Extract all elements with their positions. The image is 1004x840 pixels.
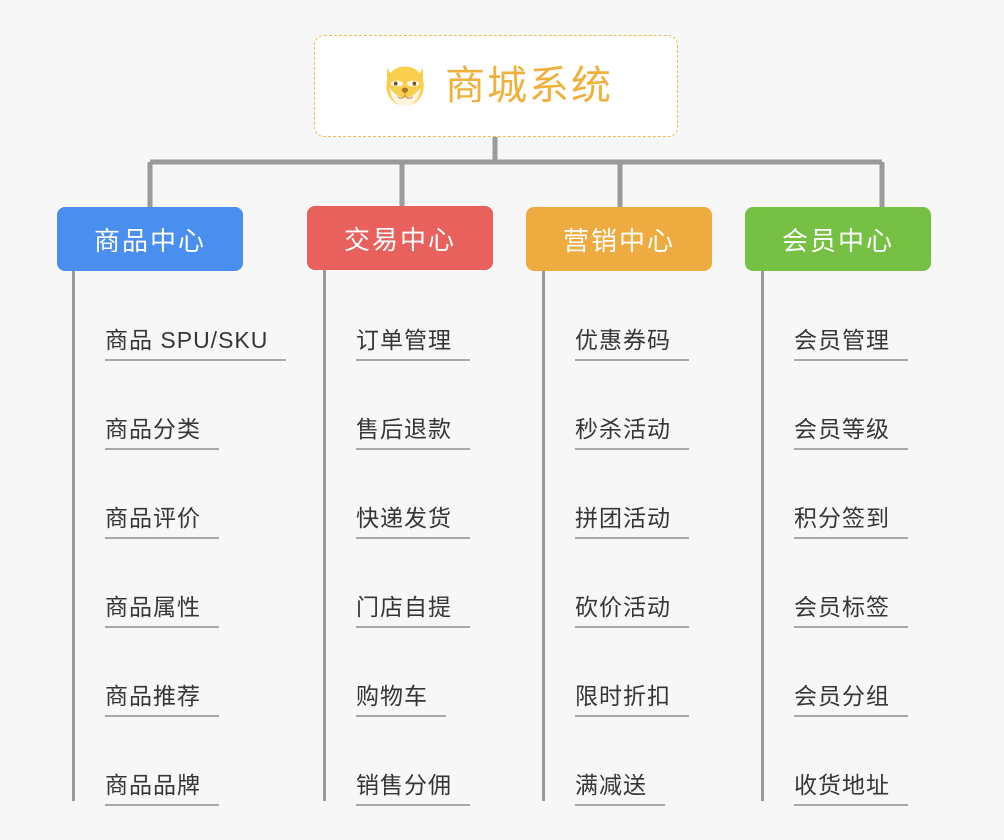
leaf-label: 快递发货 — [356, 505, 470, 539]
leaf-item[interactable]: 满减送 — [543, 717, 689, 806]
leaf-item[interactable]: 会员管理 — [762, 272, 908, 361]
leaf-label: 积分签到 — [794, 505, 908, 539]
leaf-item[interactable]: 商品品牌 — [73, 717, 286, 806]
leaf-item[interactable]: 砍价活动 — [543, 539, 689, 628]
leaf-label: 购物车 — [356, 683, 446, 717]
leaf-item[interactable]: 商品 SPU/SKU — [73, 272, 287, 361]
leaf-item[interactable]: 秒杀活动 — [543, 361, 689, 450]
category-label: 营销中心 — [562, 225, 675, 256]
leaf-label: 商品 SPU/SKU — [105, 327, 287, 361]
leaf-item[interactable]: 会员分组 — [762, 628, 908, 717]
leaf-label: 限时折扣 — [575, 683, 689, 717]
leaf-label: 门店自提 — [356, 594, 470, 628]
leaf-item[interactable]: 门店自提 — [324, 539, 470, 628]
leaf-label: 收货地址 — [794, 772, 908, 806]
leaf-column-products: 商品 SPU/SKU 商品分类 商品评价 商品属性 商品推荐 商品品牌 — [73, 272, 287, 806]
leaf-label: 秒杀活动 — [575, 416, 689, 450]
category-box-marketing[interactable]: 营销中心 — [526, 207, 712, 271]
category-label: 会员中心 — [781, 225, 894, 256]
leaf-label: 满减送 — [575, 772, 665, 806]
leaf-item[interactable]: 商品评价 — [73, 450, 286, 539]
category-box-products[interactable]: 商品中心 — [57, 207, 243, 271]
leaf-label: 商品评价 — [105, 505, 219, 539]
root-node[interactable]: 商城系统 — [314, 35, 678, 137]
leaf-item[interactable]: 订单管理 — [324, 272, 470, 361]
leaf-item[interactable]: 商品分类 — [73, 361, 286, 450]
leaf-column-members: 会员管理 会员等级 积分签到 会员标签 会员分组 收货地址 — [762, 272, 908, 806]
leaf-item[interactable]: 商品属性 — [73, 539, 286, 628]
leaf-label: 会员管理 — [794, 327, 908, 361]
leaf-item[interactable]: 优惠券码 — [543, 272, 689, 361]
leaf-column-transactions: 订单管理 售后退款 快递发货 门店自提 购物车 销售分佣 — [324, 272, 470, 806]
leaf-item[interactable]: 积分签到 — [762, 450, 908, 539]
leaf-label: 拼团活动 — [575, 505, 689, 539]
shiba-dog-icon — [386, 66, 424, 106]
leaf-item[interactable]: 限时折扣 — [543, 628, 689, 717]
category-box-members[interactable]: 会员中心 — [745, 207, 931, 271]
category-label: 交易中心 — [343, 224, 456, 255]
leaf-item[interactable]: 购物车 — [324, 628, 470, 717]
leaf-item[interactable]: 商品推荐 — [73, 628, 286, 717]
leaf-item[interactable]: 销售分佣 — [324, 717, 470, 806]
leaf-item[interactable]: 拼团活动 — [543, 450, 689, 539]
root-title: 商城系统 — [445, 64, 613, 108]
leaf-item[interactable]: 会员等级 — [762, 361, 908, 450]
leaf-label: 商品推荐 — [105, 683, 219, 717]
leaf-label: 砍价活动 — [575, 594, 689, 628]
leaf-label: 订单管理 — [356, 327, 470, 361]
leaf-label: 商品分类 — [105, 416, 219, 450]
leaf-label: 商品属性 — [105, 594, 219, 628]
leaf-label: 销售分佣 — [356, 772, 470, 806]
leaf-item[interactable]: 售后退款 — [324, 361, 470, 450]
leaf-label: 商品品牌 — [105, 772, 219, 806]
category-box-transactions[interactable]: 交易中心 — [307, 206, 493, 270]
leaf-item[interactable]: 收货地址 — [762, 717, 908, 806]
leaf-label: 会员分组 — [794, 683, 908, 717]
leaf-label: 优惠券码 — [575, 327, 689, 361]
leaf-label: 会员标签 — [794, 594, 908, 628]
leaf-item[interactable]: 会员标签 — [762, 539, 908, 628]
leaf-column-marketing: 优惠券码 秒杀活动 拼团活动 砍价活动 限时折扣 满减送 — [543, 272, 689, 806]
leaf-label: 会员等级 — [794, 416, 908, 450]
category-label: 商品中心 — [93, 225, 206, 256]
leaf-item[interactable]: 快递发货 — [324, 450, 470, 539]
leaf-label: 售后退款 — [356, 416, 470, 450]
